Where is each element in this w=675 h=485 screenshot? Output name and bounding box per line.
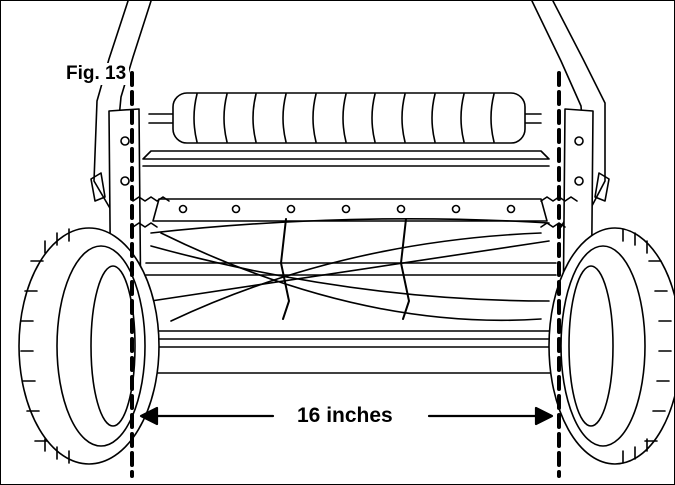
blade-housing <box>152 198 548 222</box>
dimension-label: 16 inches <box>297 404 393 427</box>
dimension-arrow <box>139 406 554 426</box>
rear-bar <box>120 338 582 374</box>
roller-bracket <box>142 150 550 167</box>
reel-blades <box>145 217 557 332</box>
dimension-arrow-left-head <box>139 406 159 426</box>
measurement-lines <box>130 71 561 478</box>
figure-label: Fig. 13 <box>63 63 130 85</box>
front-roller <box>148 92 542 144</box>
left-wheel <box>18 227 160 465</box>
dimension-arrow-right-head <box>534 406 554 426</box>
right-wheel <box>548 227 674 465</box>
